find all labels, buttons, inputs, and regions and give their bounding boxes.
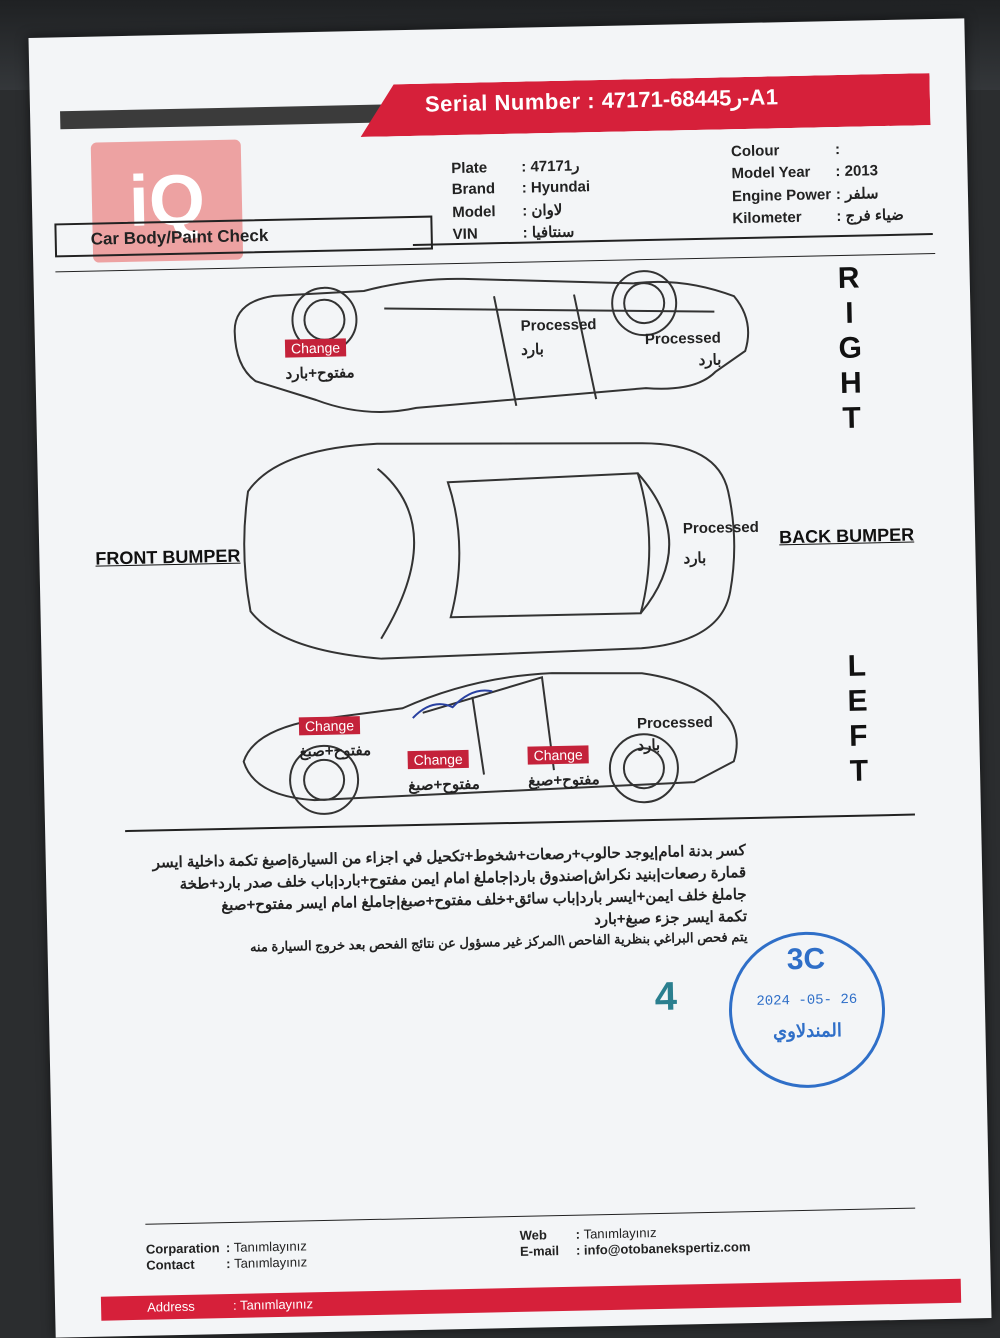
top-view-car-body [243,442,736,660]
right-mark-3: Processed بارد [645,330,722,371]
right-mark-2: Processed بارد [520,316,597,359]
left-mark-4: Processed بارد [637,714,714,755]
stamp-name: المندلاوي [772,1020,843,1042]
change-tag: Change [527,745,589,765]
inspection-sheet: Serial Number : ر68445-47171-A1 iQ Car B… [28,18,992,1338]
top-mark-1: Processed بارد [683,519,760,568]
stamp-code: 3C [786,942,826,977]
title-box: Car Body/Paint Check [54,215,434,258]
right-side-car-body [233,277,750,413]
mark-note: مفتوح+صبغ [408,775,480,795]
processed-label: Processed [636,713,714,733]
address-value: Tanımlayınız [239,1296,314,1313]
footer-contact: Contact: Tanımlayınız [146,1254,308,1273]
footer-web: Web: Tanımlayınız [519,1225,657,1243]
field-model: Model: لاوان [452,201,563,222]
address-bar: Address: Tanımlayınız [100,1278,962,1321]
mark-note: مفتوح+صبغ [527,771,600,790]
front-bumper-label: FRONT BUMPER [95,545,241,569]
stamp-date: 2024 -05- 26 [756,991,858,1010]
mark-note: بارد [520,341,544,359]
footer-divider [145,1207,916,1225]
field-model-year: Model Year: 2013 [731,162,879,183]
processed-label: Processed [682,518,759,538]
left-front-wheel [289,744,360,815]
field-brand: Brand: Hyundai [451,178,591,199]
mark-note: بارد [698,351,722,369]
mark-note: بارد [637,736,661,755]
mark-note: مفتوح+صبغ [299,741,372,761]
mark-note: بارد [683,549,707,568]
back-bumper-label: BACK BUMPER [778,524,915,548]
mark-note: مفتوح+بارد [285,364,355,383]
email-link[interactable]: info@otobanekspertiz.com [583,1239,751,1258]
field-plate: Plate: ر47171 [451,157,580,178]
header-dark-band [60,104,391,130]
inspection-stamp: 3C 2024 -05- 26 المندلاوي [727,930,887,1090]
field-colour: Colour: [730,140,841,161]
handwritten-scribble [412,689,493,719]
right-mark-1: Change مفتوح+بارد [284,338,355,383]
left-mark-1: Change مفتوح+صبغ [298,716,372,761]
handwritten-number: 4 [654,974,678,1020]
field-engine-power: Engine Power: سلفر [731,185,879,206]
serial-value: ر68445-47171-A1 [601,84,779,113]
change-tag: Change [284,338,347,358]
left-mark-2: Change مفتوح+صبغ [407,749,480,795]
serial-label: Serial Number : [424,88,596,117]
left-rear-wheel [608,733,679,804]
field-kilometer: Kilometer: ضياء فرج [732,206,904,228]
processed-label: Processed [520,316,597,335]
address-label: Address [146,1298,195,1315]
right-rear-wheel [611,270,678,337]
processed-label: Processed [644,329,721,349]
change-tag: Change [407,749,469,770]
left-mark-3: Change مفتوح+صبغ [527,745,600,790]
change-tag: Change [298,716,361,736]
